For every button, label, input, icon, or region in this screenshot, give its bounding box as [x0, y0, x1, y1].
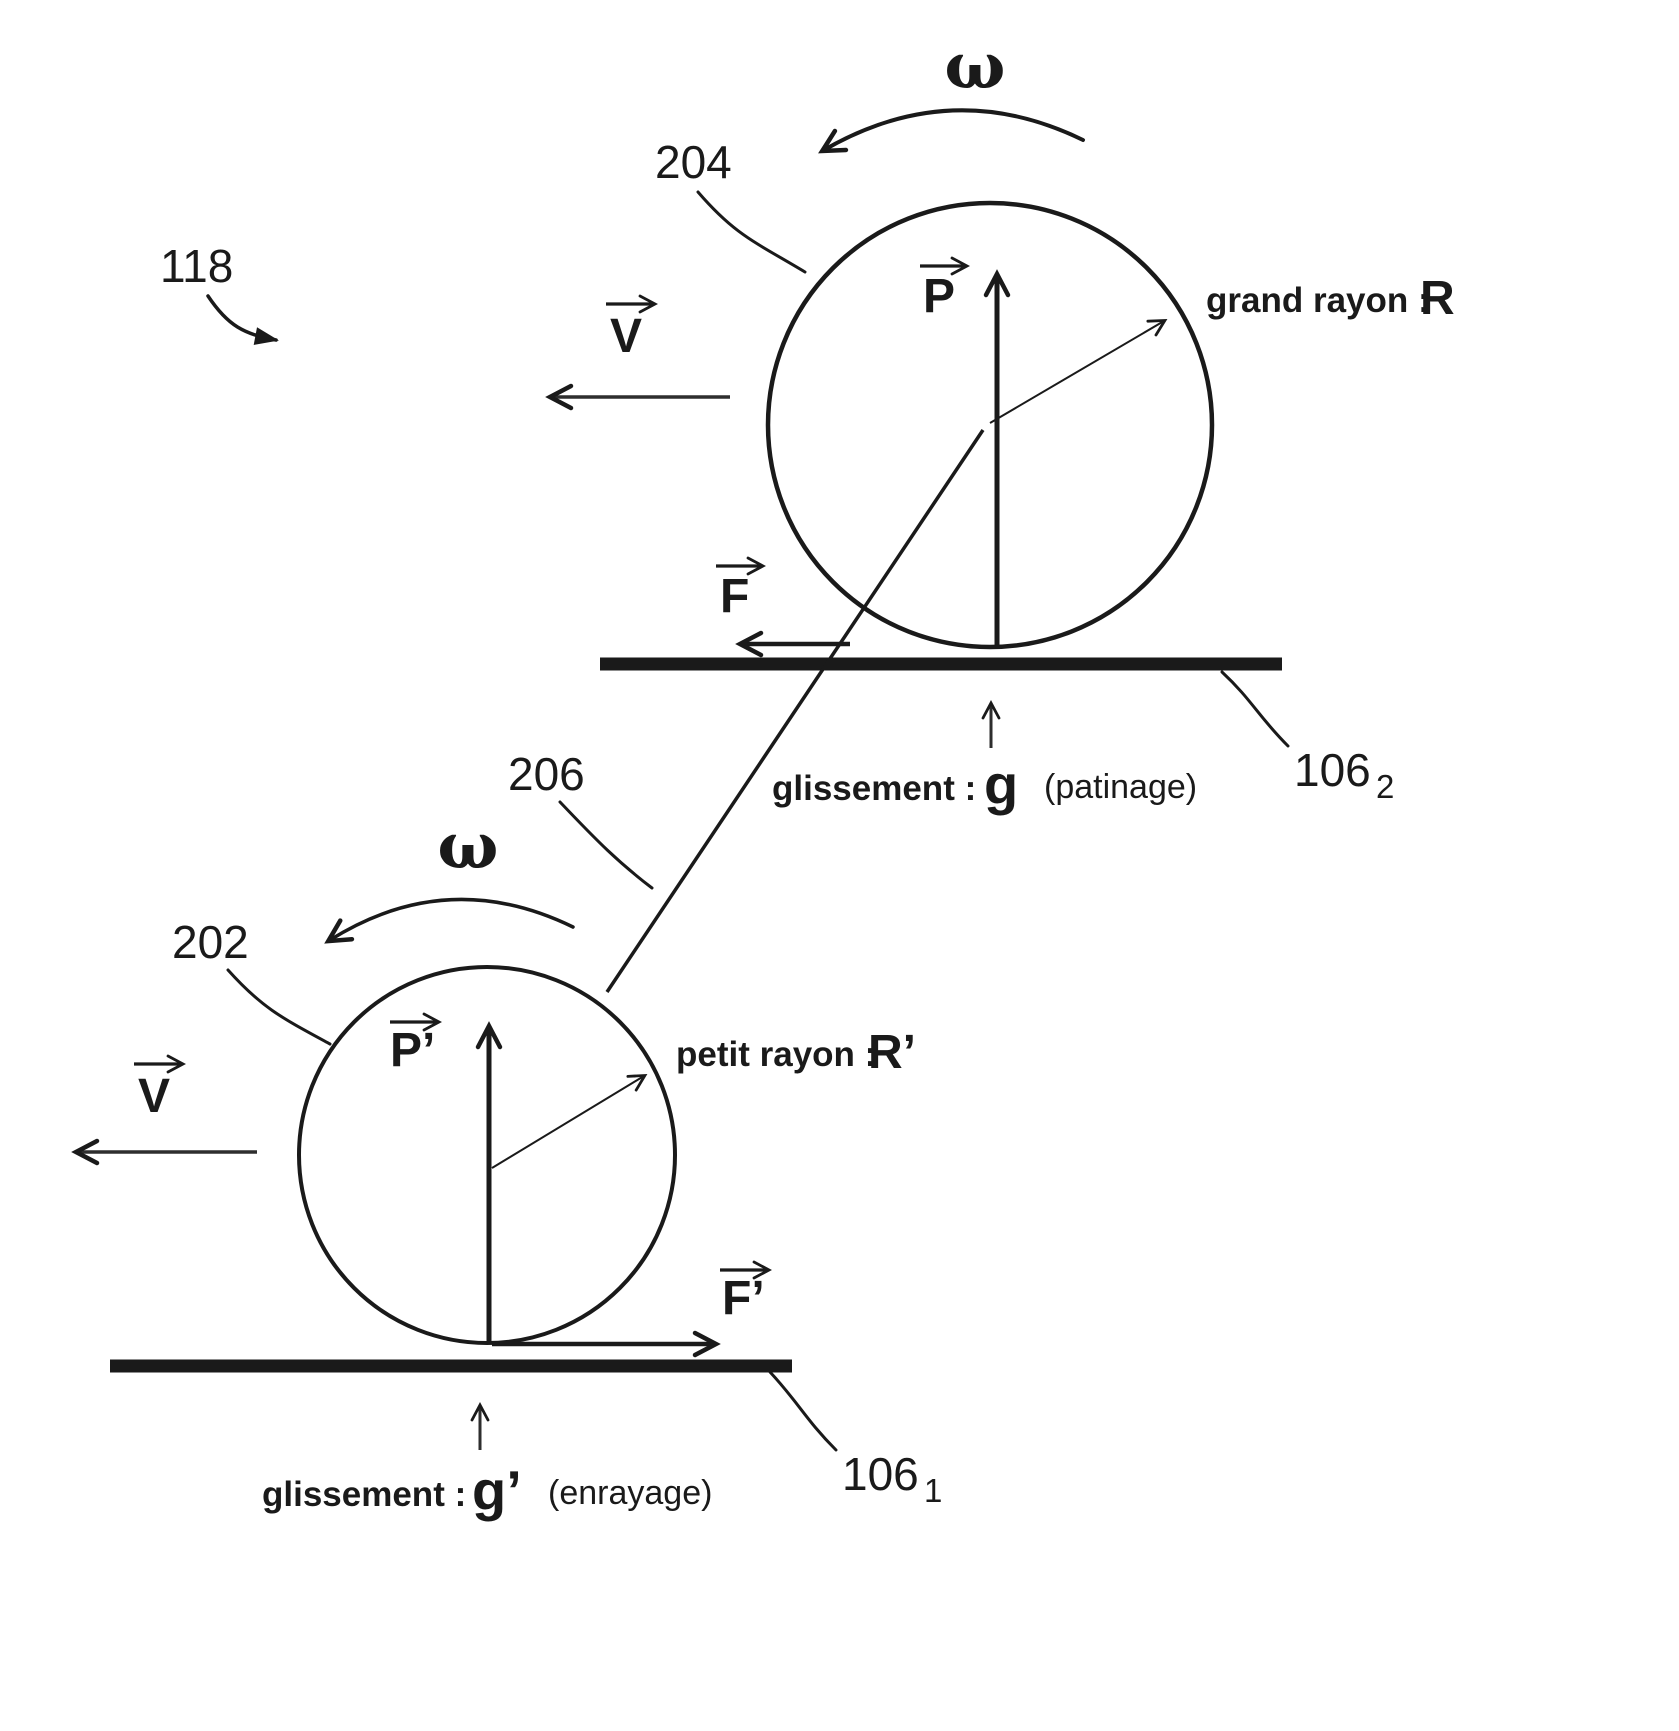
slip-symbol-top: g — [984, 753, 1018, 816]
slip-caption-top: glissement : — [772, 769, 976, 808]
omega-label-top: ω — [945, 29, 1006, 104]
rotation-arrow-top — [818, 108, 1085, 154]
omega-label-bottom: ω — [438, 809, 499, 884]
wheel-large-circle — [765, 200, 1215, 650]
radius-symbol-bottom: R’ — [868, 1026, 916, 1079]
radius-arrow-bottom — [491, 1073, 648, 1169]
rotation-arrow-bottom — [324, 897, 575, 944]
slip-note-top: (patinage) — [1044, 768, 1197, 806]
connector-line — [605, 429, 985, 993]
rail-ref-sub-bottom: 1 — [924, 1472, 942, 1509]
rail-ref-leader-bottom — [768, 1370, 838, 1452]
v-vector-label-top: V — [610, 310, 642, 363]
slip-caption-bottom: glissement : — [262, 1475, 466, 1514]
radius-arrow-top — [989, 318, 1168, 424]
rail-ref-sub-top: 2 — [1376, 768, 1394, 805]
ref-202-label: 202 — [172, 916, 249, 968]
v-vector-label-bottom: V — [138, 1070, 170, 1123]
ref-206-label: 206 — [508, 748, 585, 800]
ref-206-leader — [558, 800, 654, 890]
radius-caption-top: grand rayon : — [1206, 281, 1430, 320]
radius-symbol-top: R — [1420, 272, 1455, 325]
slip-symbol-bottom: g’ — [472, 1459, 522, 1522]
ref-118-arrow — [206, 294, 279, 345]
p-vector-label-bottom: P’ — [390, 1024, 435, 1077]
rail-ref-top: 106 — [1294, 744, 1371, 796]
p-vector-label-top: P — [923, 270, 955, 323]
rail-ref-leader-top — [1220, 670, 1290, 748]
slip-note-bottom: (enrayage) — [548, 1474, 712, 1512]
ref-204-leader — [696, 190, 807, 274]
f-vector-label-top: F — [720, 570, 749, 623]
ref-204-label: 204 — [655, 136, 732, 188]
rail-ref-bottom: 106 — [842, 1448, 919, 1500]
radius-caption-bottom: petit rayon : — [676, 1035, 876, 1074]
f-vector-label-bottom: F’ — [722, 1272, 765, 1325]
ref-118-label: 118 — [160, 240, 233, 292]
ref-202-leader — [226, 968, 332, 1046]
